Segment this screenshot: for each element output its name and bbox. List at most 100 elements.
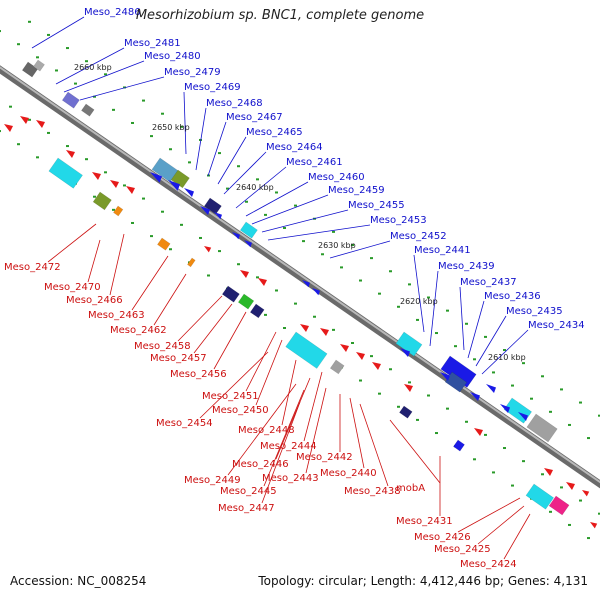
forward-gene-label[interactable]: Meso_2468 bbox=[206, 98, 263, 109]
forward-gene-label[interactable]: Meso_2437 bbox=[460, 277, 517, 288]
forward-gene-leader bbox=[413, 254, 425, 333]
reverse-gene-leader bbox=[261, 401, 301, 504]
forward-gene-arrow bbox=[470, 392, 480, 401]
reverse-gene-arrow bbox=[372, 362, 381, 370]
track-tick bbox=[294, 204, 297, 207]
reverse-gene-arrow bbox=[544, 468, 553, 476]
track-tick bbox=[435, 432, 438, 435]
reverse-gene-label[interactable]: Meso_2448 bbox=[238, 425, 295, 436]
reverse-gene-leader bbox=[213, 311, 247, 370]
reverse-gene-label[interactable]: Meso_2424 bbox=[460, 559, 517, 570]
reverse-gene-label[interactable]: Meso_2447 bbox=[218, 503, 275, 514]
track-tick bbox=[465, 420, 468, 423]
reverse-gene-label[interactable]: Meso_2438 bbox=[344, 486, 401, 497]
forward-gene-label[interactable]: Meso_2467 bbox=[226, 112, 283, 123]
reverse-gene-label[interactable]: Meso_2444 bbox=[260, 441, 317, 452]
reverse-gene-label[interactable]: mobA bbox=[396, 483, 425, 494]
track-tick bbox=[332, 328, 335, 331]
reverse-gene-label[interactable]: Meso_2450 bbox=[212, 405, 269, 416]
reverse-gene-label[interactable]: Meso_2472 bbox=[4, 262, 61, 273]
forward-gene-label[interactable]: Meso_2436 bbox=[484, 291, 541, 302]
track-tick bbox=[522, 460, 525, 463]
forward-gene-label[interactable]: Meso_2435 bbox=[506, 306, 563, 317]
reverse-gene-label[interactable]: Meso_2470 bbox=[44, 282, 101, 293]
forward-gene-label[interactable]: Meso_2452 bbox=[390, 231, 447, 242]
reverse-gene-label[interactable]: Meso_2426 bbox=[414, 532, 471, 543]
track-tick bbox=[378, 292, 381, 295]
reverse-gene-arrow bbox=[590, 522, 598, 529]
track-tick bbox=[237, 165, 240, 168]
forward-gene-arrow bbox=[500, 404, 510, 413]
forward-gene-arrow bbox=[244, 240, 252, 248]
track-tick bbox=[142, 197, 145, 200]
reverse-gene-label[interactable]: Meso_2451 bbox=[202, 391, 259, 402]
forward-gene-label[interactable]: Meso_2455 bbox=[348, 200, 405, 211]
forward-gene-label[interactable]: Meso_2459 bbox=[328, 185, 385, 196]
forward-gene-leader bbox=[459, 286, 465, 351]
track-tick bbox=[549, 410, 552, 413]
forward-gene-label[interactable]: Meso_2469 bbox=[184, 82, 241, 93]
reverse-gene-leader bbox=[227, 383, 297, 476]
forward-gene-label[interactable]: Meso_2465 bbox=[246, 127, 303, 138]
reverse-gene-label[interactable]: Meso_2463 bbox=[88, 310, 145, 321]
track-tick bbox=[427, 394, 430, 397]
track-tick bbox=[378, 392, 381, 395]
forward-gene-label[interactable]: Meso_2486 bbox=[84, 7, 141, 18]
track-tick bbox=[435, 332, 438, 335]
reverse-gene-label[interactable]: Meso_2457 bbox=[150, 353, 207, 364]
reverse-gene-label[interactable]: Meso_2466 bbox=[66, 295, 123, 306]
forward-gene-arrow bbox=[518, 412, 528, 421]
forward-gene-label[interactable]: Meso_2453 bbox=[370, 215, 427, 226]
reverse-gene-label[interactable]: Meso_2456 bbox=[170, 369, 227, 380]
reverse-gene-leader bbox=[153, 273, 187, 326]
forward-gene-label[interactable]: Meso_2481 bbox=[124, 38, 181, 49]
reverse-gene-label[interactable]: Meso_2454 bbox=[156, 418, 213, 429]
forward-gene-label[interactable]: Meso_2434 bbox=[528, 320, 585, 331]
track-tick bbox=[321, 253, 324, 256]
reverse-gene-arrow bbox=[582, 490, 590, 497]
reverse-gene-label[interactable]: Meso_2442 bbox=[296, 452, 353, 463]
forward-gene-label[interactable]: Meso_2460 bbox=[308, 172, 365, 183]
reverse-gene-label[interactable]: Meso_2445 bbox=[220, 486, 277, 497]
track-tick bbox=[74, 82, 77, 85]
reverse-gene-block bbox=[525, 483, 555, 510]
forward-gene-block bbox=[21, 61, 39, 78]
reverse-gene-label[interactable]: Meso_2425 bbox=[434, 544, 491, 555]
track-tick bbox=[275, 191, 278, 194]
reverse-gene-block bbox=[548, 495, 570, 516]
track-tick bbox=[169, 248, 172, 251]
track-tick bbox=[389, 368, 392, 371]
forward-gene-label[interactable]: Meso_2480 bbox=[144, 51, 201, 62]
forward-gene-label[interactable]: Meso_2461 bbox=[286, 157, 343, 168]
track-tick bbox=[169, 148, 172, 151]
track-tick bbox=[112, 208, 115, 211]
track-tick bbox=[226, 187, 229, 190]
forward-gene-leader bbox=[183, 91, 187, 155]
reverse-gene-label[interactable]: Meso_2431 bbox=[396, 516, 453, 527]
reverse-gene-label[interactable]: Meso_2443 bbox=[262, 473, 319, 484]
track-tick bbox=[492, 471, 495, 474]
forward-gene-label[interactable]: Meso_2441 bbox=[414, 245, 471, 256]
reverse-gene-label[interactable]: Meso_2458 bbox=[134, 341, 191, 352]
forward-gene-arrow bbox=[440, 372, 450, 381]
track-tick bbox=[522, 362, 525, 365]
reverse-gene-label[interactable]: Meso_2446 bbox=[232, 459, 289, 470]
forward-gene-label[interactable]: Meso_2439 bbox=[438, 261, 495, 272]
reverse-gene-arrow bbox=[92, 172, 101, 180]
forward-gene-label[interactable]: Meso_2464 bbox=[266, 142, 323, 153]
reverse-gene-label[interactable]: Meso_2462 bbox=[110, 325, 167, 336]
track-tick bbox=[47, 33, 50, 36]
reverse-gene-label[interactable]: Meso_2440 bbox=[320, 468, 377, 479]
reverse-gene-leader bbox=[275, 377, 311, 460]
reverse-gene-label[interactable]: Meso_2449 bbox=[184, 475, 241, 486]
reverse-gene-arrow bbox=[240, 270, 249, 278]
forward-gene-block bbox=[203, 197, 222, 215]
track-tick bbox=[511, 484, 514, 487]
track-tick bbox=[264, 313, 267, 316]
track-tick bbox=[560, 486, 563, 489]
forward-gene-label[interactable]: Meso_2479 bbox=[164, 67, 221, 78]
track-tick bbox=[465, 322, 468, 325]
forward-gene-arrow bbox=[400, 348, 410, 357]
track-tick bbox=[560, 388, 563, 391]
track-tick bbox=[492, 371, 495, 374]
